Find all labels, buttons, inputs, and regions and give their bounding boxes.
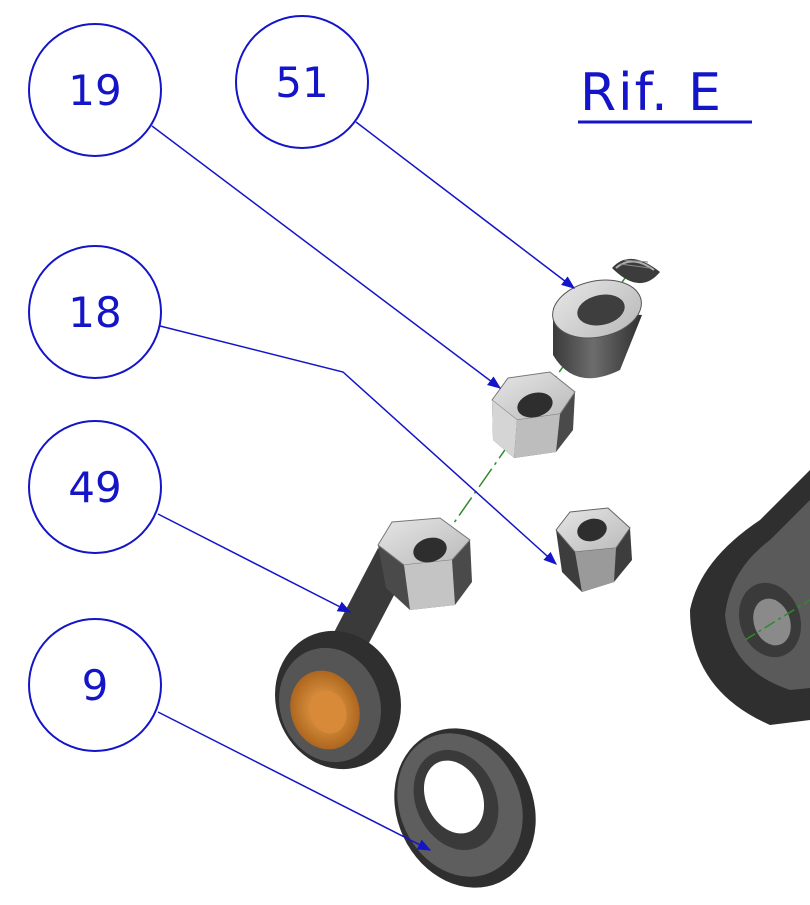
leader-49 (157, 513, 352, 613)
svg-text:51: 51 (275, 58, 328, 107)
hex-nut-19 (491, 371, 576, 458)
svg-text:9: 9 (82, 661, 109, 710)
flange-nut-18 (555, 507, 632, 592)
leader-18 (159, 325, 558, 565)
balloon-51: 51 (235, 15, 369, 149)
leader-51 (355, 121, 576, 289)
balloon-19: 19 (28, 23, 162, 157)
spacer-51 (552, 279, 642, 379)
washer-9 (394, 728, 536, 888)
balloon-9: 9 (28, 618, 162, 752)
bracket-part (690, 470, 810, 725)
leader-9 (157, 711, 432, 851)
svg-text:18: 18 (68, 288, 121, 337)
leader-19 (151, 125, 502, 389)
balloon-49: 49 (28, 420, 162, 554)
svg-text:49: 49 (68, 463, 121, 512)
svg-text:19: 19 (68, 66, 121, 115)
cap-part (612, 258, 660, 284)
reference-title: Rif. E (580, 63, 723, 123)
balloon-18: 18 (28, 245, 162, 379)
rod-end-49 (275, 517, 472, 770)
